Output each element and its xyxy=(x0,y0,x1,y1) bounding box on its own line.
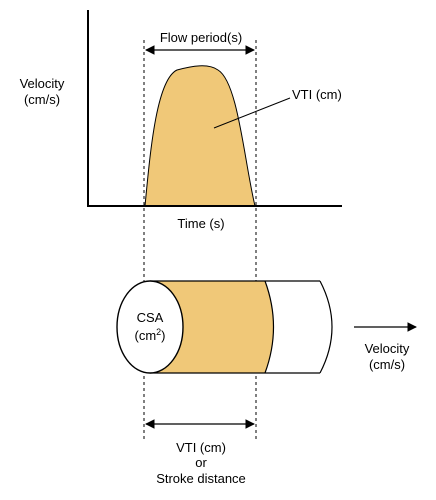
flow-direction: Velocity (cm/s) xyxy=(354,322,417,372)
velocity-time-graph: Flow period(s) Velocity (cm/s) VTI (cm) … xyxy=(20,10,342,231)
stroke-volume-edge xyxy=(264,280,275,374)
csa-unit-exponent: 2 xyxy=(156,327,161,337)
flow-period-label: Flow period(s) xyxy=(160,30,242,45)
y-axis-label-line1: Velocity xyxy=(20,76,65,91)
stroke-distance-label-line3: Stroke distance xyxy=(156,471,246,486)
x-axis-label: Time (s) xyxy=(177,216,224,231)
stroke-distance: VTI (cm) or Stroke distance xyxy=(145,419,255,486)
cylinder: CSA (cm2) xyxy=(116,280,333,374)
stroke-distance-label-line2: or xyxy=(195,455,207,470)
y-axis-label-line2: (cm/s) xyxy=(24,92,60,107)
stroke-volume-fill xyxy=(150,281,274,373)
vti-area-label: VTI (cm) xyxy=(292,87,342,102)
cylinder-right-cap xyxy=(319,280,333,374)
projection-guides xyxy=(143,40,257,440)
csa-end-face xyxy=(116,280,184,374)
csa-unit-label: (cm2) xyxy=(134,327,165,343)
flow-velocity-label-line1: Velocity xyxy=(365,341,410,356)
csa-unit-open: (cm xyxy=(134,328,156,343)
csa-unit-close: ) xyxy=(161,328,165,343)
flow-velocity-label-line2: (cm/s) xyxy=(369,357,405,372)
stroke-distance-label-line1: VTI (cm) xyxy=(176,440,226,455)
vti-area-leader-line xyxy=(213,97,291,129)
vti-area xyxy=(144,65,256,207)
csa-label: CSA xyxy=(137,310,164,325)
